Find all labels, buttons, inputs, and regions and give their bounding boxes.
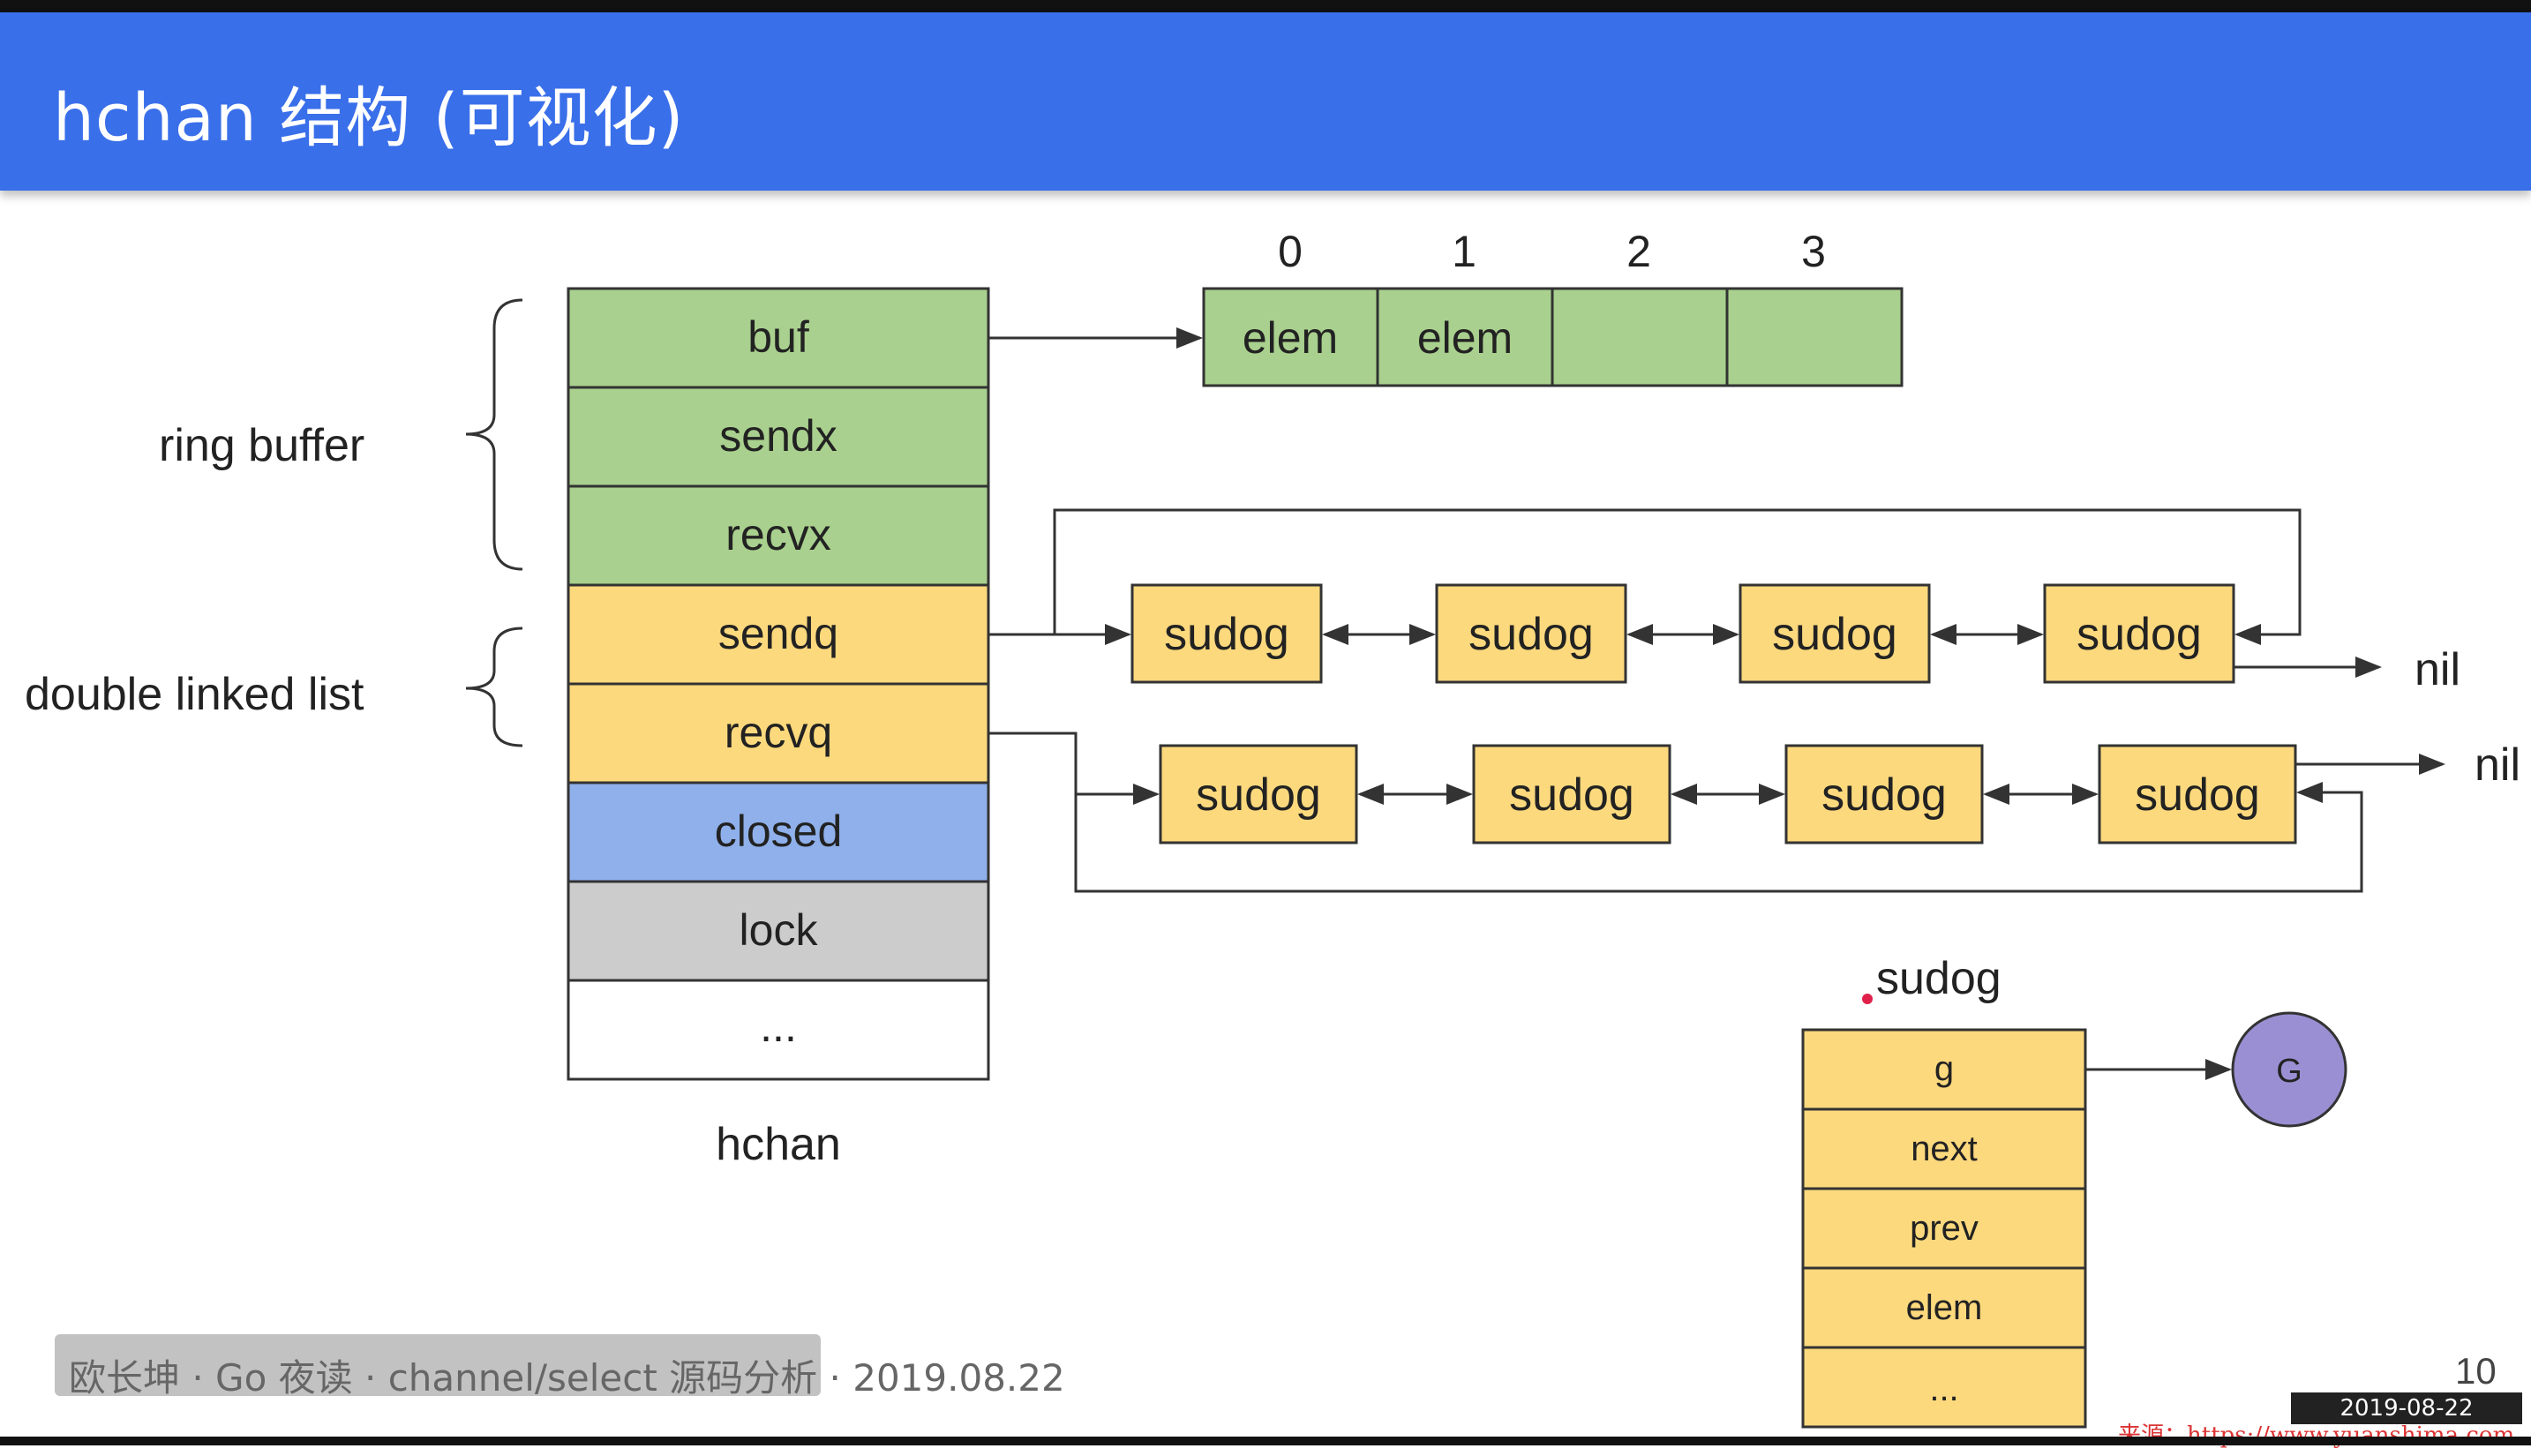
laser-pointer-dot: [1862, 994, 1873, 1004]
goroutine-node: [2231, 1011, 2347, 1128]
hchan-caption: hchan: [716, 1119, 841, 1170]
hchan-field-sendx: [567, 386, 990, 488]
slide-footer: 欧长坤 · Go 夜读 · channel/select 源码分析 · 2019…: [69, 1356, 1065, 1400]
hchan-field-recvx: [567, 484, 990, 587]
sudog-field-next: [1801, 1107, 2087, 1190]
buffer-index-0: 0: [1278, 227, 1303, 276]
hchan-field-recvq-label: recvq: [725, 708, 832, 757]
sudog-struct: g next prev elem ...: [1801, 1028, 2087, 1429]
buffer-cell-2: [1551, 287, 1729, 387]
hchan-field-sendq: [567, 583, 990, 686]
recvq-sudog-3-label: sudog: [2135, 769, 2260, 821]
hchan-field-lock-label: lock: [740, 905, 819, 955]
hchan-field-sendq-label: sendq: [718, 609, 838, 658]
top-edge: [0, 0, 2531, 12]
sudog-field-elem: [1801, 1266, 2087, 1349]
sudog-field-elem-label: elem: [1906, 1288, 1983, 1327]
slide-header: hchan 结构 (可视化): [0, 12, 2531, 191]
bottom-edge: [0, 1437, 2531, 1445]
sudog-field-next-label: next: [1911, 1130, 1978, 1168]
sudog-field-more-label: ...: [1929, 1370, 1958, 1408]
sendq-sudog-3-label: sudog: [2077, 609, 2202, 660]
recvq-tail-pointer: [1074, 782, 2363, 893]
sendq-sudog-0: [1130, 583, 1323, 684]
recvq-sudog-0-label: sudog: [1196, 769, 1321, 821]
goroutine-node-label: G: [2276, 1053, 2302, 1090]
slide-title: hchan 结构 (可视化): [53, 80, 685, 156]
hchan-field-sendx-label: sendx: [719, 411, 837, 461]
ring-buffer-label: ring buffer: [159, 420, 364, 471]
sudog-struct-title: sudog: [1876, 953, 2002, 1004]
recvq-head-pointer: [988, 732, 1160, 805]
sudog-field-g-label: g: [1934, 1049, 1954, 1088]
sendq-sudog-1-label: sudog: [1468, 609, 1594, 660]
sendq-list: sudog sudog sudog sudog nil: [988, 508, 2460, 695]
page-number: 10: [2455, 1350, 2497, 1392]
recvq-list: sudog sudog sudog sudog nil: [988, 732, 2520, 893]
buffer-cell-0-label: elem: [1243, 313, 1338, 363]
double-linked-list-brace: [465, 627, 523, 747]
ring-buffer-array: elem elem: [1202, 287, 1904, 387]
hchan-field-recvq: [567, 682, 990, 784]
buffer-index-1: 1: [1452, 227, 1476, 276]
sendq-tail-pointer: [1053, 508, 2302, 645]
recvq-sudog-2-label: sudog: [1821, 769, 1947, 821]
recvq-nil-label: nil: [2475, 739, 2520, 791]
sendq-sudog-3: [2043, 583, 2235, 684]
hchan-field-more: [567, 979, 990, 1081]
buffer-cell-3: [1725, 287, 1904, 387]
sudog-field-more: [1801, 1346, 2087, 1429]
recvq-sudog-2: [1784, 744, 1984, 844]
ring-buffer-brace: [465, 298, 523, 571]
buffer-cell-1: [1376, 287, 1554, 387]
recvq-sudog-3: [2098, 744, 2297, 844]
sendq-sudog-2: [1739, 583, 1931, 684]
presenter-toolbar: [55, 1334, 821, 1396]
sudog-field-prev: [1801, 1187, 2087, 1270]
hchan-field-closed-label: closed: [715, 807, 843, 856]
sendq-nil-label: nil: [2415, 644, 2460, 695]
buffer-index-2: 2: [1626, 227, 1651, 276]
sudog-field-prev-label: prev: [1910, 1209, 1979, 1248]
buffer-cell-1-label: elem: [1417, 313, 1513, 363]
buffer-index-3: 3: [1801, 227, 1826, 276]
double-linked-list-label: double linked list: [25, 669, 364, 720]
hchan-struct: buf sendx recvx sendq recvq closed lock …: [567, 287, 990, 1081]
hchan-field-buf-label: buf: [747, 312, 809, 362]
sendq-sudog-1: [1435, 583, 1627, 684]
hchan-field-more-label: ...: [760, 1002, 797, 1051]
recvq-sudog-1: [1472, 744, 1671, 844]
sendq-sudog-2-label: sudog: [1772, 609, 1897, 660]
recvq-sudog-1-label: sudog: [1509, 769, 1634, 821]
recvq-sudog-0: [1159, 744, 1358, 844]
sendq-sudog-0-label: sudog: [1164, 609, 1289, 660]
sudog-field-g: [1801, 1028, 2087, 1111]
hchan-field-recvx-label: recvx: [725, 510, 830, 559]
